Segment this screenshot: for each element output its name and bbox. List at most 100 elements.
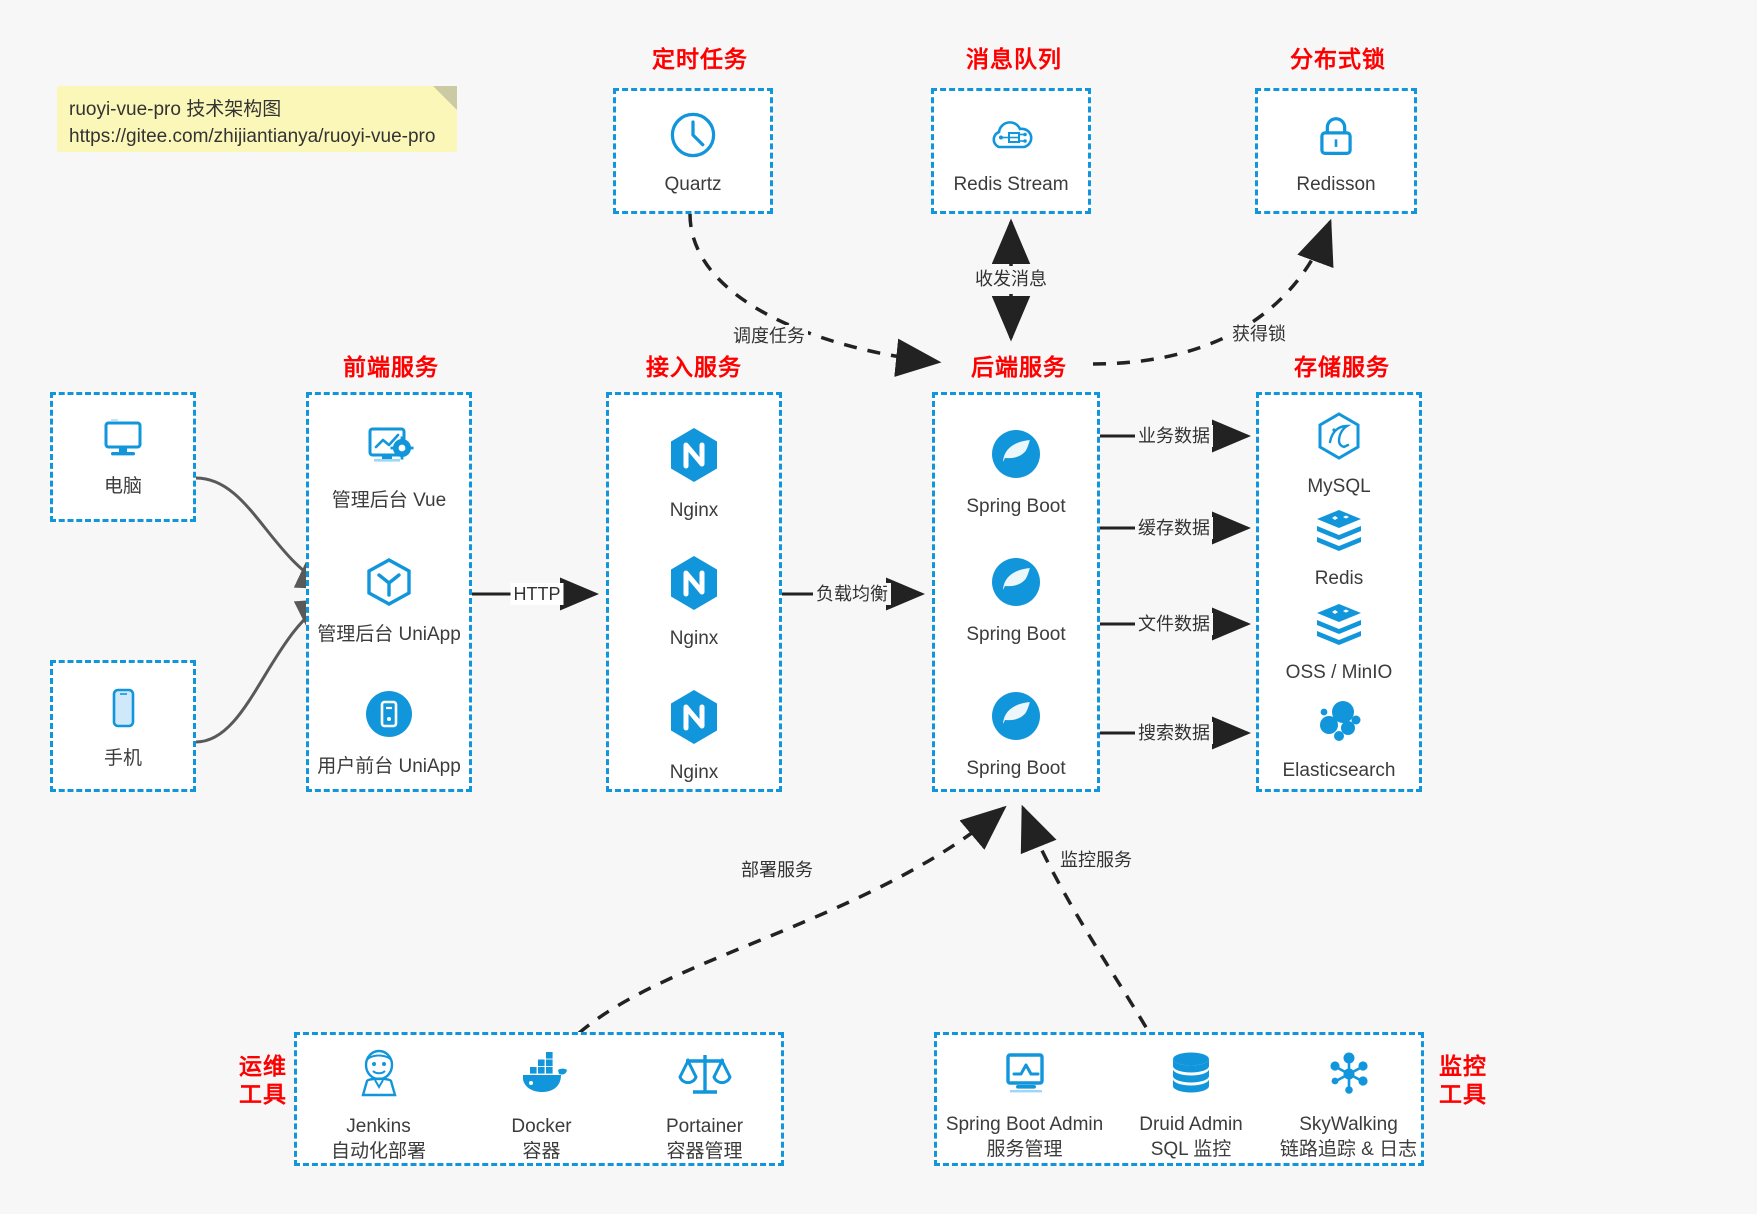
node-label: Nginx: [669, 500, 719, 521]
node-spring-boot-admin[interactable]: Spring Boot Admin 服务管理: [937, 1047, 1112, 1162]
monitor-chart-icon: [998, 1047, 1052, 1106]
node-label: Spring Boot: [966, 496, 1066, 517]
group-title-storage: 存储服务: [1294, 354, 1390, 380]
spring-icon: [987, 425, 1045, 488]
note-line-1: ruoyi-vue-pro 技术架构图: [69, 99, 282, 120]
node-label: Druid Admin: [1139, 1114, 1243, 1135]
group-title-monitor-line1: 监控: [1439, 1053, 1487, 1079]
edge-getlock: [1092, 218, 1334, 366]
edge-deploy: [560, 805, 1007, 1052]
group-box-lock: Redisson: [1255, 88, 1417, 214]
note-fold-icon: [433, 86, 457, 110]
group-box-backend: Spring Boot Spring Boot Spring Boot: [932, 392, 1100, 792]
node-druid-admin[interactable]: Druid Admin SQL 监控: [1112, 1047, 1270, 1162]
node-nginx-3[interactable]: Nginx: [609, 687, 779, 785]
node-redis-stream[interactable]: Redis Stream: [934, 109, 1088, 197]
node-springboot-1[interactable]: Spring Boot: [935, 425, 1097, 519]
node-sublabel: 容器: [522, 1141, 561, 1162]
edge-label-searchdata: 搜索数据: [1135, 722, 1213, 744]
node-label: Redisson: [1296, 174, 1376, 195]
uniapp-cube-icon: [361, 555, 417, 616]
title-note: ruoyi-vue-pro 技术架构图 https://gitee.com/zh…: [57, 86, 457, 152]
node-sublabel: SQL 监控: [1150, 1139, 1232, 1160]
node-label: Jenkins: [346, 1116, 411, 1137]
group-title-devops: 运维 工具: [234, 1052, 292, 1108]
group-box-devops: Jenkins 自动化部署 Docker 容器: [294, 1032, 784, 1166]
cloud-network-icon: [985, 109, 1037, 166]
node-jenkins[interactable]: Jenkins 自动化部署: [297, 1047, 460, 1164]
mysql-icon: [1312, 411, 1366, 468]
group-title-monitor: 监控 工具: [1434, 1052, 1492, 1108]
spring-icon: [987, 687, 1045, 750]
node-sublabel: 链路追踪 & 日志: [1279, 1139, 1418, 1160]
group-box-monitor: Spring Boot Admin 服务管理 Druid Admin SQL 监…: [934, 1032, 1424, 1166]
node-label: Redis: [1314, 568, 1364, 589]
skywalking-icon: [1322, 1047, 1376, 1106]
group-box-scheduler: Quartz: [613, 88, 773, 214]
database-icon: [1164, 1047, 1218, 1106]
node-label: 管理后台 Vue: [331, 490, 447, 511]
app-card-icon: [361, 687, 417, 748]
node-oss-minio[interactable]: OSS / MinIO: [1259, 599, 1419, 685]
mobile-icon: [97, 683, 149, 740]
group-box-mq: Redis Stream: [931, 88, 1091, 214]
node-label: 用户前台 UniApp: [317, 756, 461, 777]
node-quartz[interactable]: Quartz: [616, 109, 770, 197]
node-label: Nginx: [669, 762, 719, 783]
node-redisson[interactable]: Redisson: [1258, 109, 1414, 197]
node-redis[interactable]: Redis: [1259, 505, 1419, 591]
edge-label-http: HTTP: [510, 583, 564, 605]
edge-label-cachedata: 缓存数据: [1135, 517, 1213, 539]
node-label: Nginx: [669, 628, 719, 649]
nginx-icon: [665, 425, 723, 492]
node-label: MySQL: [1307, 476, 1371, 497]
scales-icon: [677, 1047, 733, 1108]
edge-label-bizdata: 业务数据: [1135, 425, 1213, 447]
group-title-scheduler: 定时任务: [652, 46, 748, 72]
node-sublabel: 容器管理: [666, 1141, 743, 1162]
oss-icon: [1312, 599, 1366, 654]
node-mobile[interactable]: 手机: [53, 683, 193, 771]
node-label: 管理后台 UniApp: [317, 624, 461, 645]
node-nginx-2[interactable]: Nginx: [609, 553, 779, 651]
group-box-client-pc: 电脑: [50, 392, 196, 522]
group-title-lock: 分布式锁: [1290, 46, 1386, 72]
node-label: Spring Boot: [966, 624, 1066, 645]
node-skywalking[interactable]: SkyWalking 链路追踪 & 日志: [1270, 1047, 1427, 1162]
clock-icon: [667, 109, 719, 166]
edge-monitorsvc: [1020, 804, 1160, 1049]
edge-schedule: [688, 213, 942, 377]
note-line-2: https://gitee.com/zhijiantianya/ruoyi-vu…: [69, 126, 436, 147]
nginx-icon: [665, 553, 723, 620]
node-elasticsearch[interactable]: Elasticsearch: [1259, 695, 1419, 783]
group-title-mq: 消息队列: [966, 46, 1062, 72]
node-mysql[interactable]: MySQL: [1259, 411, 1419, 499]
node-user-uniapp[interactable]: 用户前台 UniApp: [309, 687, 469, 779]
group-title-frontend: 前端服务: [343, 354, 439, 380]
edge-label-deploy: 部署服务: [738, 859, 816, 881]
node-admin-vue[interactable]: 管理后台 Vue: [309, 421, 469, 513]
node-pc[interactable]: 电脑: [53, 415, 193, 499]
node-portainer[interactable]: Portainer 容器管理: [623, 1047, 786, 1164]
elasticsearch-icon: [1312, 695, 1366, 752]
edge-label-filedata: 文件数据: [1135, 613, 1213, 635]
node-springboot-2[interactable]: Spring Boot: [935, 553, 1097, 647]
node-nginx-1[interactable]: Nginx: [609, 425, 779, 523]
node-label: Quartz: [664, 174, 722, 195]
nginx-icon: [665, 687, 723, 754]
group-box-frontend: 管理后台 Vue 管理后台 UniApp 用户前台 UniApp: [306, 392, 472, 792]
group-title-devops-line2: 工具: [239, 1081, 287, 1107]
node-label: Spring Boot: [966, 758, 1066, 779]
docker-icon: [514, 1047, 570, 1108]
node-admin-uniapp[interactable]: 管理后台 UniApp: [309, 555, 469, 647]
edge-label-schedule: 调度任务: [730, 325, 808, 347]
node-docker[interactable]: Docker 容器: [460, 1047, 623, 1164]
node-label: Docker: [511, 1116, 572, 1137]
group-box-gateway: Nginx Nginx Nginx: [606, 392, 782, 792]
edge-label-getlock: 获得锁: [1229, 323, 1289, 345]
edge-label-loadbalance: 负载均衡: [813, 583, 891, 605]
node-springboot-3[interactable]: Spring Boot: [935, 687, 1097, 781]
node-sublabel: 自动化部署: [330, 1141, 426, 1162]
